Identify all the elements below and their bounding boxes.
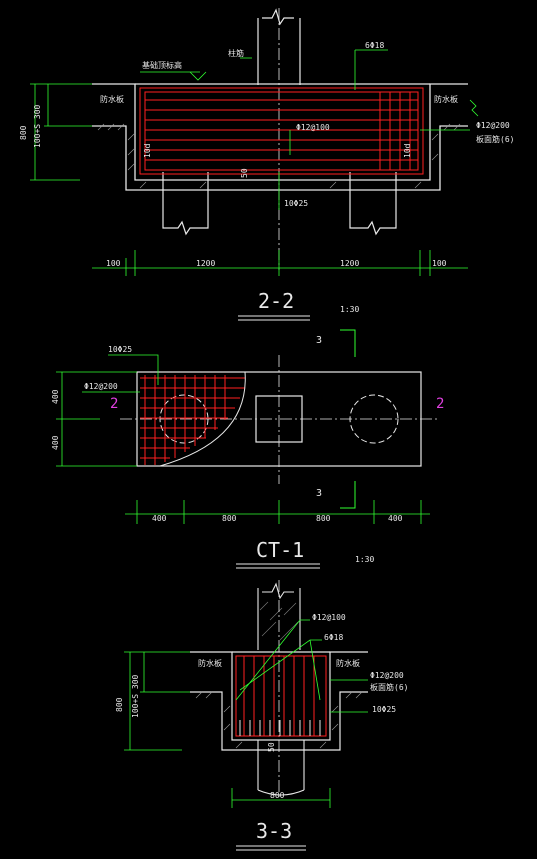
section-markers-plan [340, 329, 356, 509]
waterproof-hatch [97, 123, 461, 189]
dim-bottom-2: 1200 [196, 259, 215, 268]
pile-cap-outline [92, 83, 468, 191]
plan-rebar [140, 375, 245, 465]
label-top-bars: 6Φ18 [365, 41, 384, 50]
dim-bottom-1: 100 [106, 259, 121, 268]
dim-bottom-p3: 800 [316, 514, 331, 523]
section-3-top: 3 [316, 335, 322, 346]
title-3-3: 3-3 [256, 819, 292, 843]
piles [162, 172, 397, 236]
dim-height-3: 800 [115, 697, 124, 712]
scale-2-2: 1:30 [340, 305, 359, 314]
label-right-bars-3: Φ12@200 [370, 671, 404, 680]
cap-3-3 [190, 651, 368, 751]
label-bars-a: Φ12@100 [312, 613, 346, 622]
dim-height: 800 [19, 125, 28, 140]
leaders [30, 49, 479, 276]
label-bars-b: 6Φ18 [324, 633, 343, 642]
dim-left-2: 400 [51, 435, 60, 450]
label-right-note: 板面筋(6) [476, 134, 514, 144]
plan-labels: 10Φ25 Φ12@200 400 400 400 800 800 400 [51, 345, 403, 523]
label-waterproof-right-3: 防水板 [336, 658, 360, 668]
column-hatch-3-3 [259, 601, 299, 641]
dim-bottom-4: 100 [432, 259, 447, 268]
pile-right [349, 394, 399, 444]
section-2-2: 基础顶标高 柱筋 6Φ18 防水板 防水板 Φ12@100 Φ12@200 板面… [19, 8, 514, 321]
rebar-cage [139, 87, 424, 175]
bedding-hatch-3-3 [195, 691, 363, 749]
pile-3-3 [257, 740, 305, 796]
labels-2-2: 基础顶标高 柱筋 6Φ18 防水板 防水板 Φ12@100 Φ12@200 板面… [19, 41, 514, 268]
rebar-3-3 [235, 655, 327, 737]
title-ct1: CT-1 [256, 538, 304, 562]
label-pile-embed: 50 [240, 168, 249, 178]
section-3-3: Φ12@100 6Φ18 防水板 防水板 Φ12@200 板面筋(6) 10Φ2… [115, 580, 408, 851]
title-2-2: 2-2 [258, 289, 294, 313]
label-right-bars: Φ12@200 [476, 121, 510, 130]
label-mid-bars: Φ12@100 [296, 123, 330, 132]
label-top-elev: 基础顶标高 [142, 60, 182, 70]
label-bottom-bars: 10Φ25 [284, 199, 308, 208]
dim-depth: 100+S 300 [33, 104, 42, 148]
label-bars-top: 10Φ25 [108, 345, 132, 354]
dim-width-3: 800 [270, 791, 285, 800]
dim-depth-3: 100+S 300 [131, 674, 140, 718]
label-column: 柱筋 [228, 48, 244, 58]
section-2-right: 2 [436, 396, 444, 412]
label-embed-3: 50 [267, 742, 276, 752]
dim-bottom-p1: 400 [152, 514, 167, 523]
plan-leaders [56, 354, 430, 524]
label-bars-side: Φ12@200 [84, 382, 118, 391]
column-3-3 [257, 582, 301, 650]
label-side-left: 10d [143, 143, 152, 158]
plan-ct1: 3 3 2 2 10Φ25 Φ12@200 400 400 400 800 [51, 329, 444, 569]
dim-bottom-3: 1200 [340, 259, 359, 268]
dim-left-1: 400 [51, 389, 60, 404]
label-waterproof-right: 防水板 [434, 94, 458, 104]
label-side-right: 10d [403, 143, 412, 158]
section-3-bottom: 3 [316, 488, 322, 499]
label-waterproof-left: 防水板 [100, 94, 124, 104]
scale-ct1: 1:30 [355, 555, 374, 564]
dim-bottom-p4: 400 [388, 514, 403, 523]
dim-bottom-p2: 800 [222, 514, 237, 523]
pile-left [159, 394, 209, 444]
label-bottom-bars-3: 10Φ25 [372, 705, 396, 714]
label-right-note-3: 板面筋(6) [370, 682, 408, 692]
leaders-3-3 [124, 619, 368, 808]
stirrup-ticks-3-3 [239, 720, 321, 736]
labels-3-3: Φ12@100 6Φ18 防水板 防水板 Φ12@200 板面筋(6) 10Φ2… [115, 613, 408, 800]
section-2-left: 2 [110, 396, 118, 412]
rebar-boundary-arc [159, 371, 246, 467]
column-outline [257, 8, 301, 85]
label-waterproof-left-3: 防水板 [198, 658, 222, 668]
